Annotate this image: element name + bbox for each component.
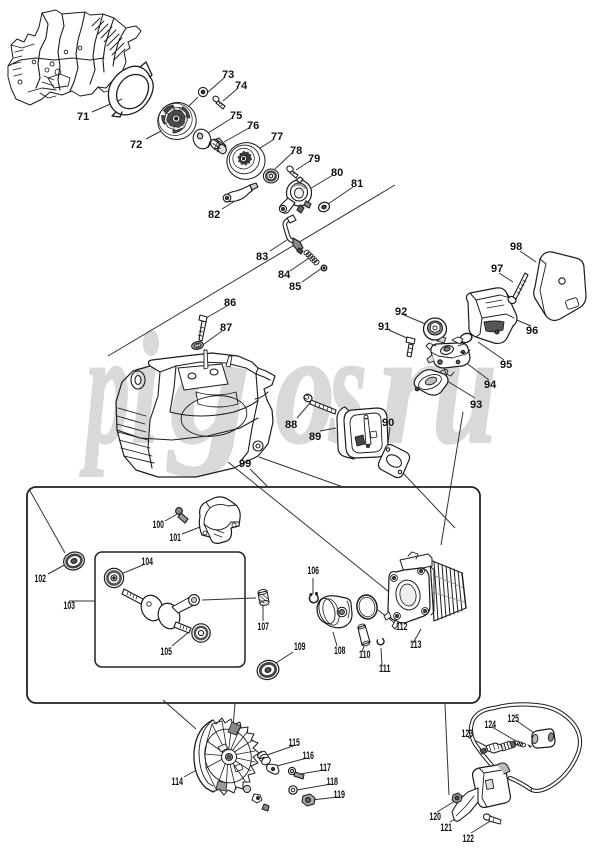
svg-text:88: 88 (285, 419, 297, 431)
svg-text:s: s (328, 299, 367, 477)
svg-text:93: 93 (470, 399, 482, 411)
svg-text:76: 76 (247, 120, 259, 132)
svg-text:114: 114 (172, 776, 184, 788)
svg-text:112: 112 (396, 621, 408, 633)
svg-text:117: 117 (320, 762, 332, 774)
svg-text:o: o (275, 299, 335, 477)
svg-text:92: 92 (395, 306, 407, 318)
svg-text:81: 81 (351, 178, 363, 190)
svg-text:85: 85 (289, 281, 301, 293)
svg-text:103: 103 (64, 600, 76, 612)
svg-text:95: 95 (500, 359, 512, 371)
svg-text:71: 71 (77, 111, 89, 123)
svg-text:115: 115 (289, 737, 301, 749)
svg-text:89: 89 (309, 431, 321, 443)
svg-text:119: 119 (334, 789, 346, 801)
svg-text:84: 84 (278, 269, 291, 281)
svg-text:125: 125 (508, 713, 520, 725)
svg-text:87: 87 (220, 322, 232, 334)
svg-text:109: 109 (294, 641, 306, 653)
svg-text:124: 124 (485, 719, 497, 731)
svg-text:90: 90 (382, 417, 394, 429)
svg-text:121: 121 (441, 822, 453, 834)
svg-text:75: 75 (230, 110, 242, 122)
svg-text:74: 74 (235, 80, 248, 92)
svg-text:122: 122 (463, 833, 475, 845)
svg-text:111: 111 (379, 663, 391, 675)
svg-text:98: 98 (510, 241, 522, 253)
svg-text:102: 102 (35, 573, 47, 585)
svg-text:106: 106 (308, 565, 320, 577)
svg-text:72: 72 (130, 139, 142, 151)
svg-text:77: 77 (271, 131, 283, 143)
svg-text:113: 113 (410, 639, 422, 651)
svg-text:91: 91 (378, 321, 390, 333)
svg-text:83: 83 (256, 251, 268, 263)
svg-text:g: g (167, 299, 250, 477)
svg-text:116: 116 (303, 750, 315, 762)
svg-text:118: 118 (327, 776, 339, 788)
svg-text:97: 97 (491, 263, 503, 275)
svg-text:82: 82 (208, 209, 220, 221)
svg-text:86: 86 (224, 297, 236, 309)
svg-text:123: 123 (462, 728, 474, 740)
svg-text:108: 108 (334, 645, 346, 657)
svg-text:79: 79 (308, 153, 320, 165)
svg-text:80: 80 (331, 167, 343, 179)
svg-text:110: 110 (359, 649, 371, 661)
svg-text:104: 104 (142, 556, 154, 568)
svg-text:96: 96 (526, 325, 538, 337)
svg-text:120: 120 (430, 811, 442, 823)
svg-text:105: 105 (161, 646, 173, 658)
svg-text:94: 94 (484, 379, 497, 391)
svg-text:107: 107 (258, 621, 270, 633)
svg-text:101: 101 (170, 532, 182, 544)
svg-text:73: 73 (222, 69, 234, 81)
svg-text:78: 78 (290, 145, 302, 157)
svg-text:100: 100 (153, 519, 165, 531)
svg-text:99: 99 (239, 458, 251, 470)
